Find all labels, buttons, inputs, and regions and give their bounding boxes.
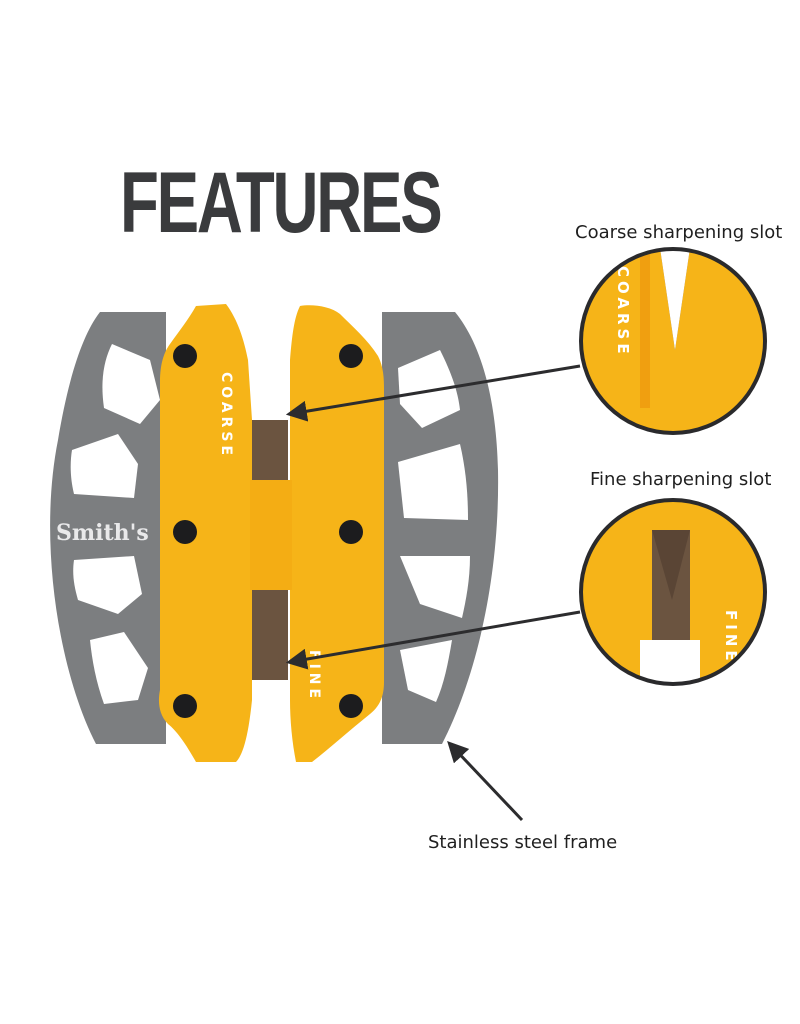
callout-arrows xyxy=(285,364,581,822)
fine-zoom-label: FINE xyxy=(722,610,740,665)
frame-caption: Stainless steel frame xyxy=(428,832,618,853)
fine-slot-label: FINE xyxy=(306,650,322,702)
coarse-slot-zoom: COARSE xyxy=(579,247,767,435)
screws xyxy=(173,344,363,718)
right-handle xyxy=(290,305,384,762)
sharpener-body: Smith's COARSE FINE xyxy=(50,304,499,762)
coarse-zoom-label: COARSE xyxy=(614,266,632,358)
page-title: FEATURES xyxy=(120,155,443,251)
brand-logo: Smith's xyxy=(56,520,149,546)
frame-cutouts xyxy=(70,344,470,704)
coarse-slot-caption: Coarse sharpening slot xyxy=(575,222,783,243)
left-handle xyxy=(158,304,252,762)
fine-slot-zoom: FINE xyxy=(579,498,767,686)
fine-slot-caption: Fine sharpening slot xyxy=(590,469,772,490)
coarse-slot-label: COARSE xyxy=(218,372,234,459)
